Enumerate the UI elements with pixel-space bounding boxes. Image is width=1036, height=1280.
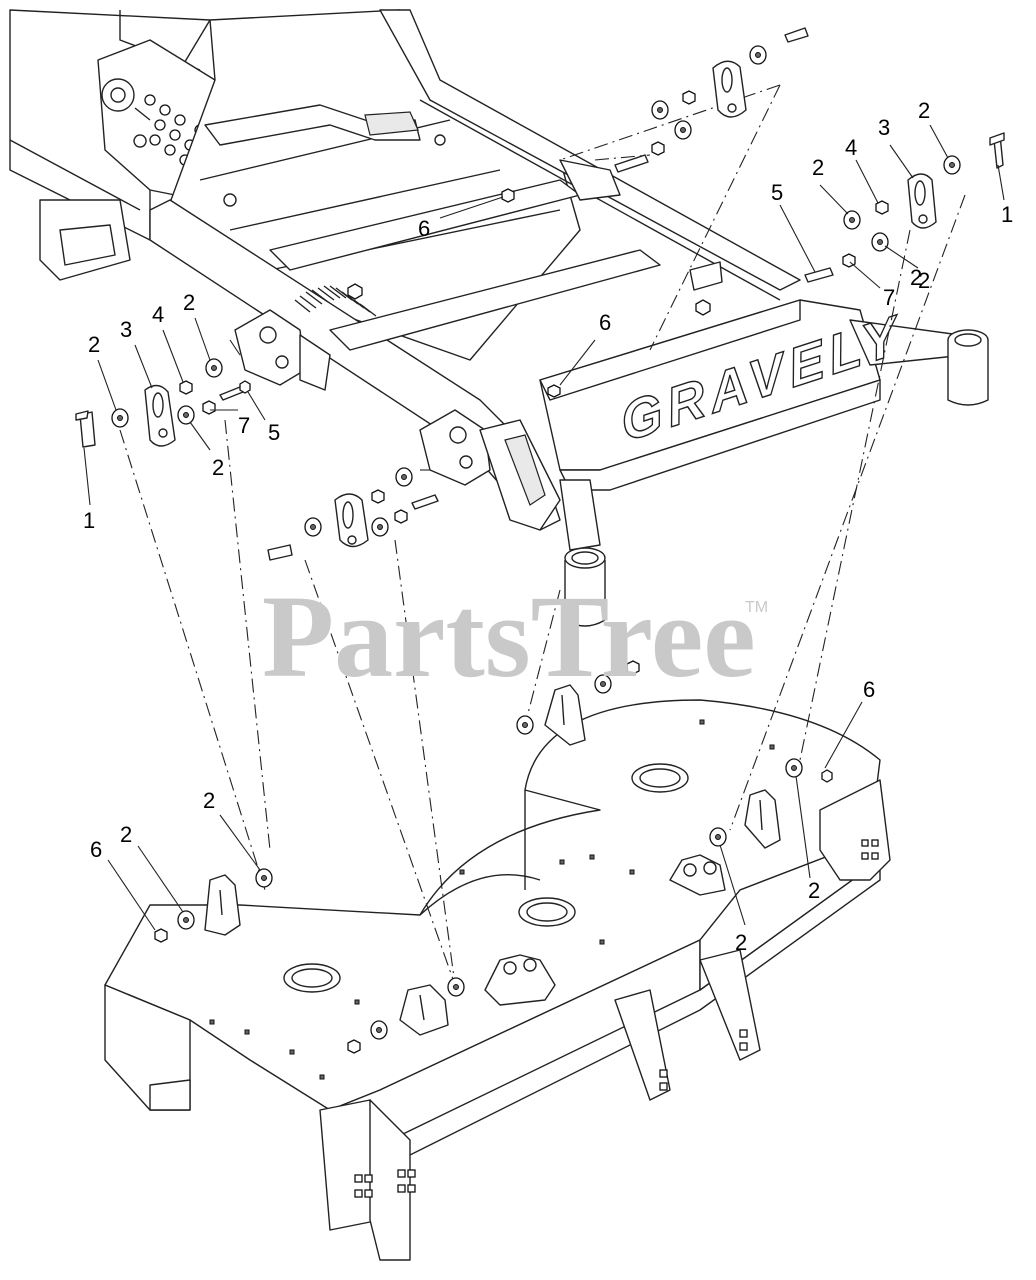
callout-part-5: 5 — [268, 420, 280, 445]
callout-part-2: 2 — [910, 265, 922, 290]
bracket-holes — [354, 839, 879, 1198]
callout-part-3: 3 — [120, 317, 132, 342]
callout-part-2: 2 — [212, 455, 224, 480]
callout-part-7: 7 — [883, 285, 895, 310]
callout-part-6: 6 — [418, 216, 430, 241]
callout-part-4: 4 — [845, 135, 857, 160]
callout-part-2: 2 — [918, 268, 930, 293]
leader-lines — [83, 124, 1005, 931]
callout-part-2: 2 — [812, 155, 824, 180]
callout-part-5: 5 — [771, 180, 783, 205]
callout-part-2: 2 — [735, 930, 747, 955]
callout-part-6: 6 — [599, 310, 611, 335]
watermark-text: PartsTree — [262, 571, 756, 702]
hardware — [75, 27, 1005, 1054]
callout-part-2: 2 — [120, 822, 132, 847]
mower-frame — [9, 9, 989, 627]
callout-part-2: 2 — [808, 878, 820, 903]
center-link-assembly — [267, 467, 439, 561]
callout-part-1: 1 — [1001, 202, 1013, 227]
callout-part-6: 6 — [863, 677, 875, 702]
deck-detail-marks — [209, 719, 775, 1080]
partstree-watermark: PartsTree TM — [262, 571, 768, 702]
deck-hardware — [154, 660, 833, 1054]
callout-part-4: 4 — [152, 302, 164, 327]
callouts: 1 2 2 3 4 2 5 2 7 6 2 3 4 2 2 7 5 1 6 6 … — [83, 98, 1013, 955]
left-link-assembly — [75, 339, 251, 448]
callout-part-2: 2 — [203, 788, 215, 813]
right-link-assembly — [804, 132, 1005, 283]
callout-part-6: 6 — [90, 837, 102, 862]
mower-deck — [104, 684, 891, 1261]
callout-part-2: 2 — [918, 98, 930, 123]
callout-part-2: 2 — [183, 290, 195, 315]
callout-part-3: 3 — [878, 115, 890, 140]
callout-part-2: 2 — [88, 332, 100, 357]
watermark-trademark: TM — [745, 599, 768, 616]
callout-part-7: 7 — [238, 413, 250, 438]
callout-part-1: 1 — [83, 508, 95, 533]
upper-right-link-assembly — [594, 27, 809, 173]
